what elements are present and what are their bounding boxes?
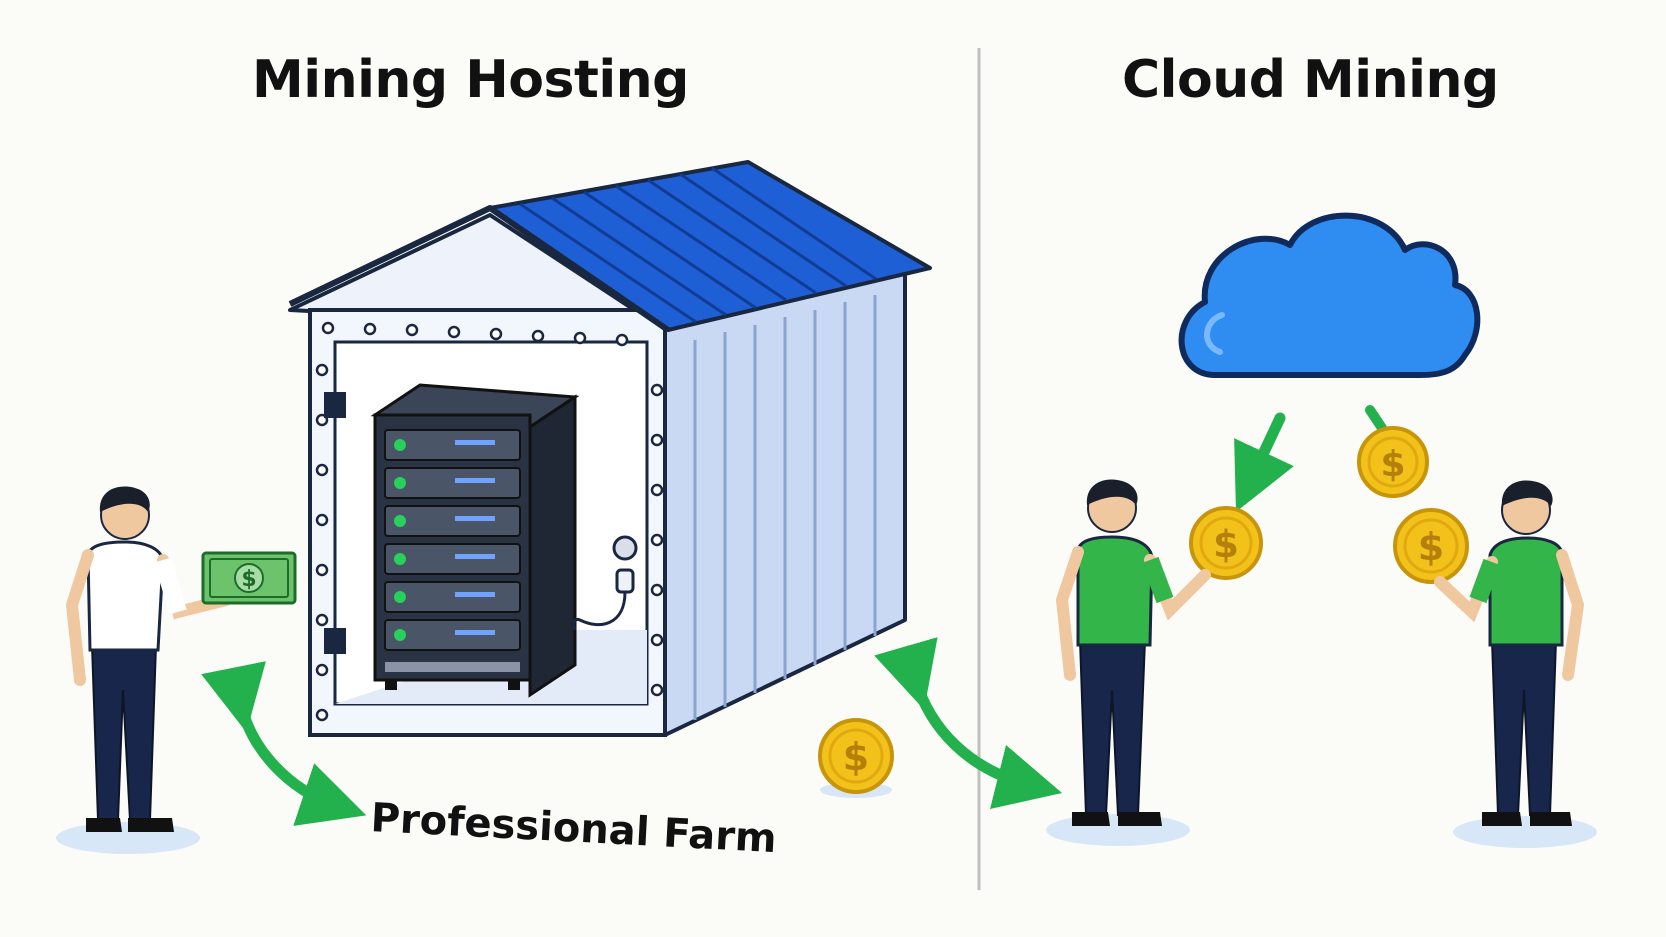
banknote-icon: $ (201, 551, 297, 605)
cloud-mining-title: Cloud Mining (1122, 50, 1499, 110)
person-icon (1046, 479, 1211, 846)
server-rack-icon (370, 383, 580, 698)
power-plug-icon (572, 535, 638, 631)
coin-icon: $ (1357, 426, 1429, 498)
coin-icon: $ (1189, 506, 1263, 580)
cloud-icon (1178, 212, 1481, 378)
coin-sign: $ (843, 735, 869, 779)
coin-sign: $ (1213, 523, 1239, 566)
coin-icon: $ (818, 718, 894, 798)
coin-sign: $ (1380, 444, 1405, 485)
person-icon (56, 486, 232, 854)
person-icon (1434, 480, 1597, 848)
coin-sign: $ (1418, 525, 1444, 569)
coin-icon: $ (1393, 508, 1469, 584)
arrow-icon (201, 661, 367, 826)
arrow-icon (1365, 405, 1387, 433)
arrow-icon (1234, 412, 1294, 512)
mining-hosting-title: Mining Hosting (252, 50, 689, 110)
banknote-sign: $ (241, 567, 256, 592)
arrow-icon (874, 637, 1063, 809)
